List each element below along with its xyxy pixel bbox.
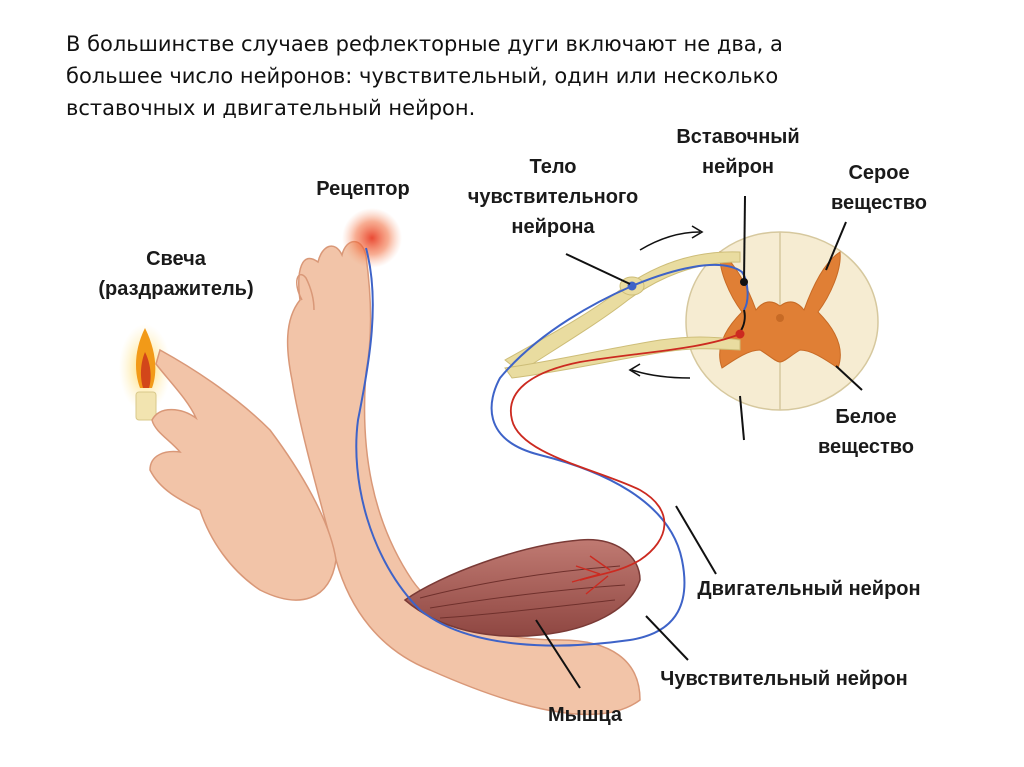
- muscle-shape: [405, 540, 640, 637]
- candle-body: [136, 392, 156, 420]
- interneuron-label: Вставочный нейрон: [652, 122, 824, 182]
- white-matter-label: Белое вещество: [796, 402, 936, 462]
- sensory-neuron-label: Чувствительный нейрон: [614, 664, 954, 694]
- sensory-body-label: Тело чувствительного нейрона: [440, 152, 666, 242]
- receptor-glow-icon: [342, 208, 402, 268]
- muscle-label: Мышца: [530, 700, 640, 730]
- candle-label: Свеча (раздражитель): [80, 244, 272, 304]
- arrow-curved-icon: [632, 370, 690, 378]
- motor-neuron-body: [736, 330, 745, 339]
- receptor-label: Рецептор: [300, 174, 426, 204]
- leader-interneuron: [744, 196, 745, 282]
- motor-neuron-label: Двигательный нейрон: [654, 574, 964, 604]
- leader-sensory-body: [566, 254, 630, 284]
- leader-sensory-neuron: [646, 616, 688, 660]
- arm-illustration: [150, 242, 640, 715]
- gray-matter-label: Серое вещество: [816, 158, 942, 218]
